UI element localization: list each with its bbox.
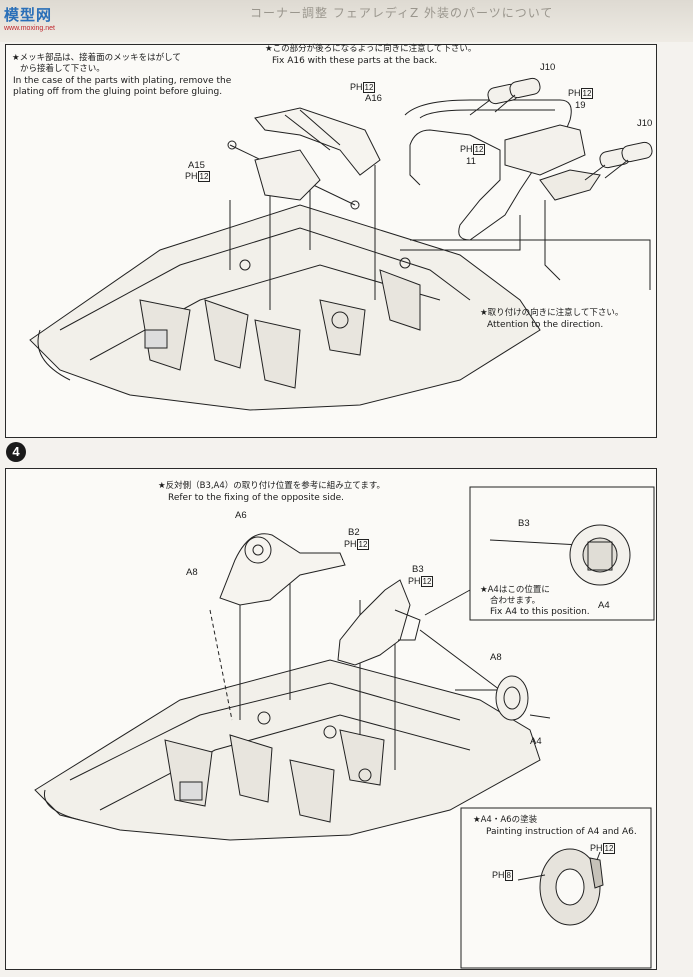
fix-a16-note-jp: ★この部分が後ろになるように向きに注意して下さい。 [265,44,477,54]
site-watermark-logo: 模型网 www.moxing.net [4,4,68,40]
plating-note-jp-2: から接着して下さい。 [20,64,105,74]
label-11: 11 [466,156,476,167]
label-a6: A6 [235,510,247,521]
label-a8-left: A8 [186,567,198,578]
step-number-4: 4 [6,442,26,462]
site-url: www.moxing.net [4,25,55,32]
fix-a16-note-en: Fix A16 with these parts at the back. [272,56,438,66]
painting-note-en: Painting instruction of A4 and A6. [486,827,637,837]
label-j10-upper: J10 [540,62,556,73]
page-header [0,0,693,42]
painting-note-jp: ★A4・A6の塗装 [473,815,538,825]
label-b3: B3 [412,564,424,575]
label-19: 19 [575,100,586,111]
plating-note-en: In the case of the parts with plating, r… [13,76,232,86]
callout-a4-jp-2: 合わせます。 [490,596,541,606]
label-a8-right: A8 [490,652,502,663]
label-j10-right: J10 [637,118,653,129]
callout-label-b3: B3 [518,518,530,529]
ref-note-jp: ★反対側（B3,A4）の取り付け位置を参考に組み立てます。 [158,481,386,491]
label-a4: A4 [530,736,542,747]
ref-note-en: Refer to the fixing of the opposite side… [168,493,344,503]
site-name: 模型网 [4,6,53,24]
attention-note-jp: ★取り付けの向きに注意して下さい。 [480,308,624,318]
label-b2: B2 [348,527,360,538]
callout-a4-en: Fix A4 to this position. [490,607,590,617]
label-a15: A15 [188,160,205,171]
plating-note-en-2: plating off from the gluing point before… [13,87,223,97]
callout-label-a4: A4 [598,600,610,611]
attention-note-en: Attention to the direction. [487,320,604,330]
plating-note-jp: ★メッキ部品は、接着面のメッキをはがして [12,53,181,63]
callout-a4-jp: ★A4はこの位置に [480,585,550,595]
label-a16: A16 [365,93,382,104]
header-banner-text: コーナー調整 フェアレディZ 外装のパーツについて [250,6,554,20]
